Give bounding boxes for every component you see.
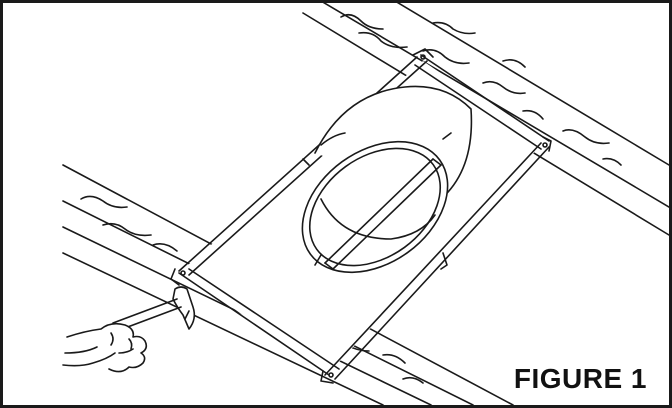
figure-caption: FIGURE 1 bbox=[511, 363, 649, 395]
installation-illustration bbox=[62, 3, 669, 405]
cross-bar bbox=[324, 158, 442, 270]
hand-holding-hammer bbox=[62, 286, 196, 373]
mounting-bracket-frame bbox=[170, 48, 552, 384]
speaker-ring bbox=[301, 140, 449, 274]
